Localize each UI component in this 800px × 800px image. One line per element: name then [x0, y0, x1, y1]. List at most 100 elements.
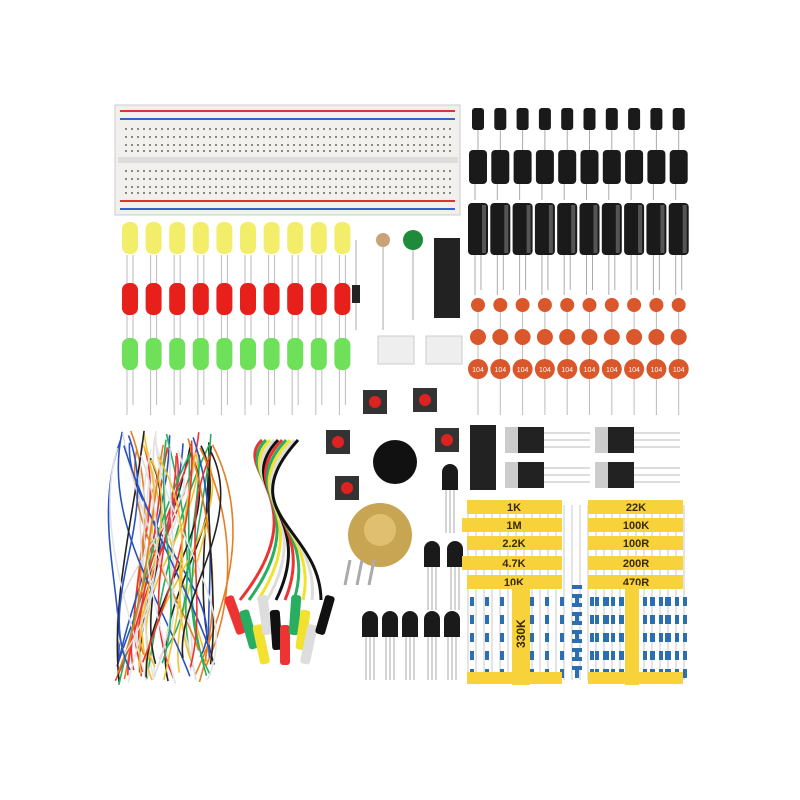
breadboard-hole — [149, 186, 151, 188]
breadboard-hole — [251, 150, 253, 152]
breadboard-hole — [233, 136, 235, 138]
breadboard-hole — [395, 150, 397, 152]
breadboard-hole — [227, 150, 229, 152]
ceramic-capacitor — [493, 298, 507, 312]
resistor — [659, 633, 663, 642]
ceramic-capacitor — [672, 298, 686, 312]
breadboard-hole — [377, 186, 379, 188]
breadboard-hole — [179, 144, 181, 146]
breadboard-hole — [353, 170, 355, 172]
capacitor-stripe — [571, 205, 575, 253]
electrolytic-capacitor-small — [494, 108, 506, 130]
breadboard-hole — [275, 150, 277, 152]
breadboard-hole — [239, 128, 241, 130]
breadboard-hole — [335, 128, 337, 130]
breadboard-hole — [293, 192, 295, 194]
breadboard-hole — [407, 186, 409, 188]
electrolytic-capacitor-small — [517, 108, 529, 130]
breadboard-hole — [389, 170, 391, 172]
breadboard-hole — [263, 178, 265, 180]
breadboard-hole — [161, 170, 163, 172]
breadboard-hole — [257, 178, 259, 180]
breadboard-hole — [263, 128, 265, 130]
breadboard-hole — [347, 186, 349, 188]
breadboard-hole — [257, 128, 259, 130]
breadboard-hole — [209, 170, 211, 172]
breadboard-hole — [143, 170, 145, 172]
breadboard-hole — [443, 192, 445, 194]
breadboard-hole — [353, 150, 355, 152]
green-ceramic-capacitor — [403, 230, 423, 250]
breadboard-hole — [335, 150, 337, 152]
breadboard-hole — [155, 192, 157, 194]
resistor-assortment: 1K1M2.2K4.7K10K22K100K100R200R470R — [462, 500, 687, 685]
breadboard-hole — [347, 178, 349, 180]
resistor — [651, 651, 655, 660]
breadboard-hole — [143, 144, 145, 146]
breadboard-hole — [299, 170, 301, 172]
breadboard-hole — [383, 128, 385, 130]
breadboard-hole — [323, 192, 325, 194]
breadboard-hole — [359, 150, 361, 152]
breadboard-hole — [197, 144, 199, 146]
electrolytic-capacitor-small — [650, 108, 662, 130]
breadboard-hole — [197, 170, 199, 172]
breadboard-hole — [179, 192, 181, 194]
resistor-tape — [467, 672, 562, 684]
ceramic-capacitor — [559, 329, 575, 345]
breadboard-hole — [401, 128, 403, 130]
resistor — [530, 597, 534, 606]
resistor — [667, 651, 671, 660]
capacitor-stripe — [660, 205, 664, 253]
optocoupler — [426, 336, 462, 364]
breadboard-hole — [191, 144, 193, 146]
breadboard-hole — [161, 192, 163, 194]
breadboard-hole — [395, 178, 397, 180]
breadboard-hole — [425, 128, 427, 130]
electrolytic-capacitor-small — [472, 108, 484, 130]
electrolytic-capacitor-medium — [581, 150, 599, 184]
breadboard-hole — [239, 186, 241, 188]
breadboard-hole — [227, 144, 229, 146]
breadboard-hole — [185, 136, 187, 138]
breadboard-hole — [341, 186, 343, 188]
breadboard-hole — [209, 178, 211, 180]
breadboard-hole — [209, 136, 211, 138]
breadboard-hole — [131, 136, 133, 138]
breadboard-hole — [329, 128, 331, 130]
diode — [352, 285, 360, 303]
breadboard-hole — [401, 192, 403, 194]
breadboard-hole — [287, 150, 289, 152]
voltage-regulator — [518, 427, 544, 453]
voltage-regulator — [608, 427, 634, 453]
breadboard-hole — [233, 128, 235, 130]
alligator-clip — [315, 594, 336, 635]
breadboard-hole — [185, 150, 187, 152]
breadboard-hole — [431, 128, 433, 130]
resistor — [675, 597, 679, 606]
breadboard-hole — [257, 192, 259, 194]
breadboard-hole — [293, 128, 295, 130]
push-button-cap — [341, 482, 353, 494]
capacitor-stripe — [504, 205, 508, 253]
breadboard-hole — [221, 192, 223, 194]
resistor — [560, 633, 564, 642]
breadboard-hole — [365, 178, 367, 180]
breadboard-hole — [437, 186, 439, 188]
resistor — [683, 633, 687, 642]
breadboard-hole — [143, 186, 145, 188]
breadboard-hole — [287, 128, 289, 130]
electrolytic-capacitor-medium — [647, 150, 665, 184]
breadboard-hole — [419, 178, 421, 180]
breadboard-hole — [335, 192, 337, 194]
resistor — [651, 615, 655, 624]
breadboard-hole — [179, 150, 181, 152]
breadboard-hole — [419, 170, 421, 172]
breadboard-hole — [305, 192, 307, 194]
breadboard-hole — [131, 178, 133, 180]
electrolytic-capacitor-small — [539, 108, 551, 130]
breadboard-hole — [245, 170, 247, 172]
breadboard-hole — [449, 144, 451, 146]
resistor — [659, 597, 663, 606]
breadboard-hole — [269, 144, 271, 146]
